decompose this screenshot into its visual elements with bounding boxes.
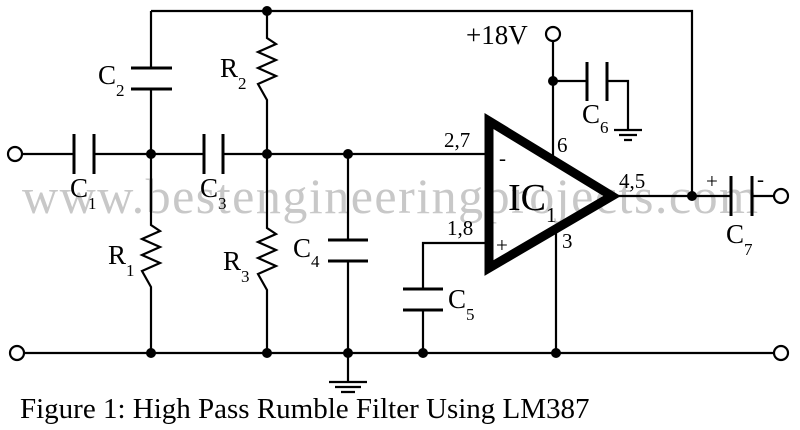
label-c4: C4 bbox=[293, 233, 320, 271]
capacitor-c6 bbox=[585, 62, 609, 101]
junction bbox=[146, 348, 156, 358]
input-terminal[interactable] bbox=[6, 145, 24, 163]
ground-icon bbox=[614, 128, 642, 142]
c5-wire bbox=[421, 241, 486, 352]
feedback-wire bbox=[151, 9, 694, 196]
label-c3: C3 bbox=[200, 173, 227, 213]
ground-output-terminal[interactable] bbox=[772, 344, 790, 362]
label-c5: C5 bbox=[448, 284, 475, 324]
resistor-r1 bbox=[139, 154, 163, 352]
inverting-sign: - bbox=[499, 146, 506, 170]
capacitor-c7 bbox=[729, 176, 754, 216]
label-r3: R3 bbox=[223, 246, 250, 286]
c7-plus-sign: + bbox=[706, 169, 718, 193]
label-c7: C7 bbox=[726, 219, 753, 259]
label-r2: R2 bbox=[220, 53, 247, 93]
supply-label: +18V bbox=[466, 20, 528, 50]
capacitor-c3 bbox=[202, 134, 225, 174]
pin-ground: 3 bbox=[562, 229, 573, 253]
ground-input-terminal[interactable] bbox=[8, 344, 26, 362]
resistor-r2 bbox=[255, 11, 279, 154]
label-c2: C2 bbox=[98, 60, 125, 100]
output-terminal[interactable] bbox=[772, 187, 790, 205]
junction bbox=[551, 348, 561, 358]
label-c1: C1 bbox=[70, 173, 97, 213]
figure-caption: Figure 1: High Pass Rumble Filter Using … bbox=[20, 393, 590, 425]
resistor-r3 bbox=[255, 154, 279, 352]
ground-icon bbox=[329, 353, 367, 394]
capacitor-c1 bbox=[72, 134, 96, 174]
label-r1: R1 bbox=[108, 240, 135, 280]
noninverting-sign: + bbox=[496, 233, 508, 257]
junction bbox=[687, 191, 697, 201]
capacitor-c5 bbox=[403, 287, 443, 312]
junction bbox=[262, 348, 272, 358]
pin-noninverting: 1,8 bbox=[447, 216, 473, 240]
pin-inverting: 2,7 bbox=[444, 128, 470, 152]
capacitor-c2 bbox=[131, 66, 172, 91]
c6-wire bbox=[553, 79, 630, 130]
pin-supply: 6 bbox=[557, 133, 568, 157]
pin-output: 4,5 bbox=[619, 169, 645, 193]
c7-minus-sign: - bbox=[757, 167, 764, 191]
label-ic1: IC1 bbox=[508, 177, 557, 227]
capacitor-c4 bbox=[328, 238, 368, 263]
junction bbox=[418, 348, 428, 358]
supply-terminal[interactable] bbox=[544, 25, 562, 43]
opamp-ic1 bbox=[484, 112, 621, 276]
label-c6: C6 bbox=[582, 99, 609, 137]
